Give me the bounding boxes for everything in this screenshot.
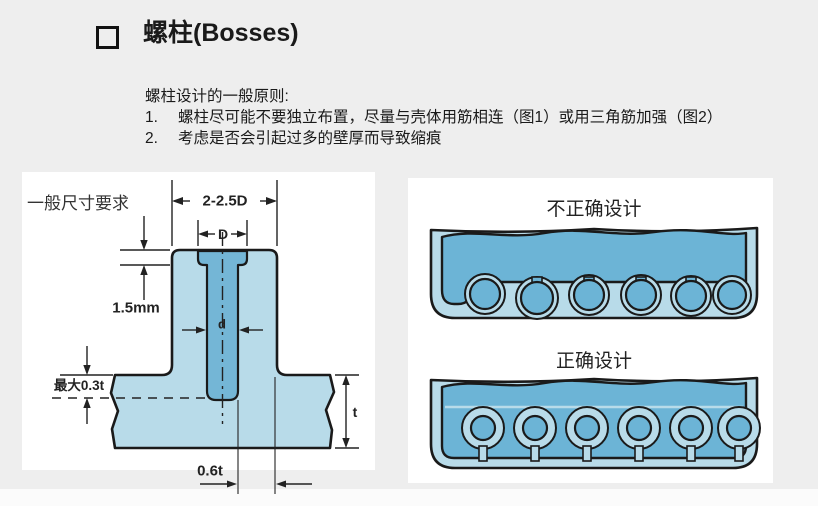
boss-dimension-figure: 一般尺寸要求 2-2.5D D d 1.5mm 最大0.3t t 0.6t xyxy=(22,172,375,506)
dim-label-boss-wall: 0.6t xyxy=(197,462,223,480)
boss-cores xyxy=(469,414,753,442)
boss-circles xyxy=(468,277,748,316)
correct-design-title: 正确设计 xyxy=(555,350,632,372)
dim-label-hole: d xyxy=(218,316,226,332)
design-principles: 螺柱设计的一般原则: 1. 螺柱尽可能不要独立布置，尽量与壳体用筋相连（图1）或… xyxy=(145,86,817,149)
square-bullet-icon xyxy=(96,26,119,49)
dim-label-wall-thickness: t xyxy=(352,404,358,420)
figure-caption: 一般尺寸要求 xyxy=(27,194,129,214)
page-title: 螺柱(Bosses) xyxy=(143,19,299,47)
dim-label-max-penetration: 最大0.3t xyxy=(53,378,105,393)
item-number: 1. xyxy=(145,109,158,126)
bottom-strip xyxy=(0,489,818,506)
incorrect-design-title: 不正确设计 xyxy=(546,198,642,220)
dim-label-counterbore: D xyxy=(217,226,229,242)
item-number: 2. xyxy=(145,130,158,147)
item-text: 螺柱尽可能不要独立布置，尽量与壳体用筋相连（图1）或用三角筋加强（图2） xyxy=(178,109,723,126)
incorrect-design-drawing xyxy=(429,226,759,320)
boss-cross-section-drawing xyxy=(52,180,359,494)
boss-rib-stems xyxy=(478,445,744,462)
item-text: 考虑是否会引起过多的壁厚而导致缩痕 xyxy=(178,130,442,147)
dimension-arrows xyxy=(83,197,350,488)
principle-item: 1. 螺柱尽可能不要独立布置，尽量与壳体用筋相连（图1）或用三角筋加强（图2） xyxy=(145,107,817,128)
dim-label-outer-width: 2-2.5D xyxy=(202,192,248,210)
principle-item: 2. 考虑是否会引起过多的壁厚而导致缩痕 xyxy=(145,128,817,149)
principles-heading: 螺柱设计的一般原则: xyxy=(145,88,289,105)
dim-label-counterbore-depth: 1.5mm xyxy=(112,299,160,317)
correct-design-drawing xyxy=(429,376,761,470)
